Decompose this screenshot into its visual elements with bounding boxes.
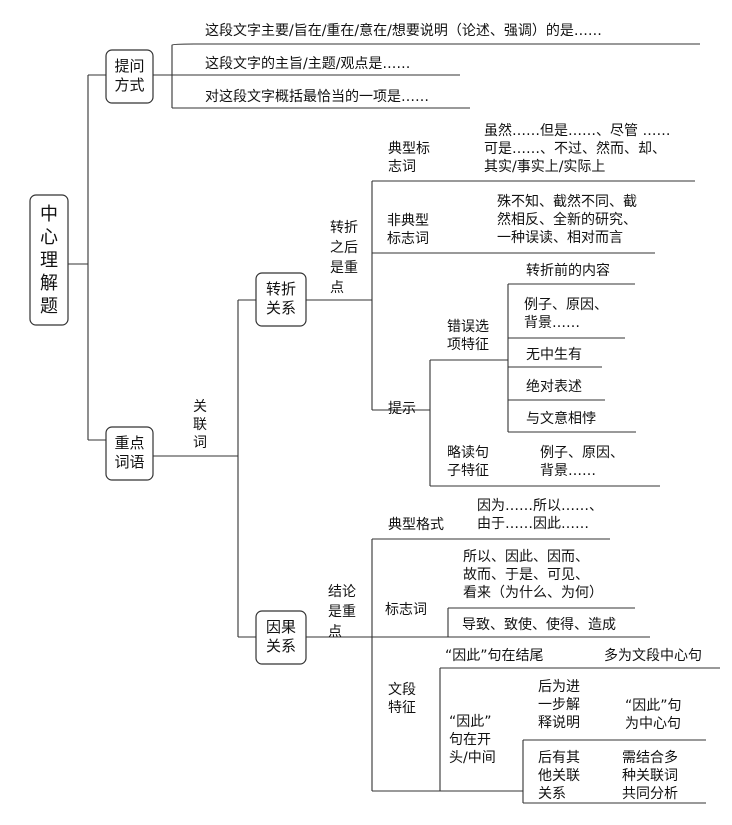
root-box [29, 194, 69, 326]
mid-explain-text: 后为进 一步解 释说明 [538, 679, 580, 731]
cause-box [255, 610, 307, 665]
turn-relation-label: 转折 关系 [265, 280, 296, 317]
atypical-marker-label: 非典型 标志词 [387, 213, 429, 247]
ask-box [105, 49, 154, 104]
therefore-mid-label: “因此” 句在开 头/中间 [449, 714, 496, 766]
wrong-item-1: 转折前的内容 [526, 263, 610, 279]
mid-other-text: 后有其 他关联 关系 [538, 750, 580, 802]
wrong-item-3: 无中生有 [526, 347, 582, 363]
hint-label: 提示 [388, 401, 416, 417]
wrong-option-label: 错误选 项特征 [447, 319, 489, 353]
mid-explain-result: “因此”句 为中心句 [625, 698, 682, 732]
therefore-end-result: 多为文段中心句 [604, 648, 702, 664]
typical-format-text: 因为……所以……、 由于……因此…… [477, 498, 603, 532]
atypical-marker-text: 殊不知、截然不同、截 然相反、全新的研究、 一种误读、相对而言 [497, 194, 637, 246]
cause-focus-label: 结论 是重 点 [328, 584, 356, 640]
wrong-item-2: 例子、原因、 背景…… [524, 297, 608, 331]
key-words-label: 重点 词语 [114, 434, 145, 471]
ask-item-3: 对这段文字概括最恰当的一项是…… [205, 89, 429, 105]
key-box [105, 426, 154, 481]
ask-item-2: 这段文字的主旨/主题/观点是…… [205, 56, 411, 72]
link-word-label: 关 联 词 [193, 399, 207, 451]
skim-sentence-label: 略读句 子特征 [447, 445, 489, 479]
ask-method-label: 提问 方式 [114, 57, 145, 94]
ask-item-1: 这段文字主要/旨在/重在/意在/想要说明（论述、强调）的是…… [205, 23, 602, 39]
marker-word-text-2: 导致、致使、使得、造成 [462, 617, 616, 633]
therefore-end-text: “因此”句在结尾 [445, 648, 544, 664]
turn-focus-label: 转折 之后 是重 点 [330, 220, 358, 296]
marker-word-label: 标志词 [385, 602, 427, 618]
paragraph-feature-label: 文段 特征 [388, 682, 416, 716]
typical-marker-text: 虽然……但是……、尽管 …… 可是……、不过、然而、却、 其实/事实上/实际上 [484, 123, 671, 175]
typical-marker-label: 典型标 志词 [388, 141, 430, 175]
skim-sentence-text: 例子、原因、 背景…… [540, 445, 624, 479]
typical-format-label: 典型格式 [388, 517, 444, 533]
mid-other-result: 需结合多 种关联词 共同分析 [622, 750, 678, 802]
root-label: 中 心 理 解 题 [40, 204, 58, 317]
wrong-item-5: 与文意相悖 [526, 411, 596, 427]
cause-relation-label: 因果 关系 [265, 618, 296, 655]
wrong-item-4: 绝对表述 [526, 379, 582, 395]
turn-box [255, 272, 307, 327]
marker-word-text-1: 所以、因此、因而、 故而、于是、可见、 看来（为什么、为何） [463, 549, 603, 601]
